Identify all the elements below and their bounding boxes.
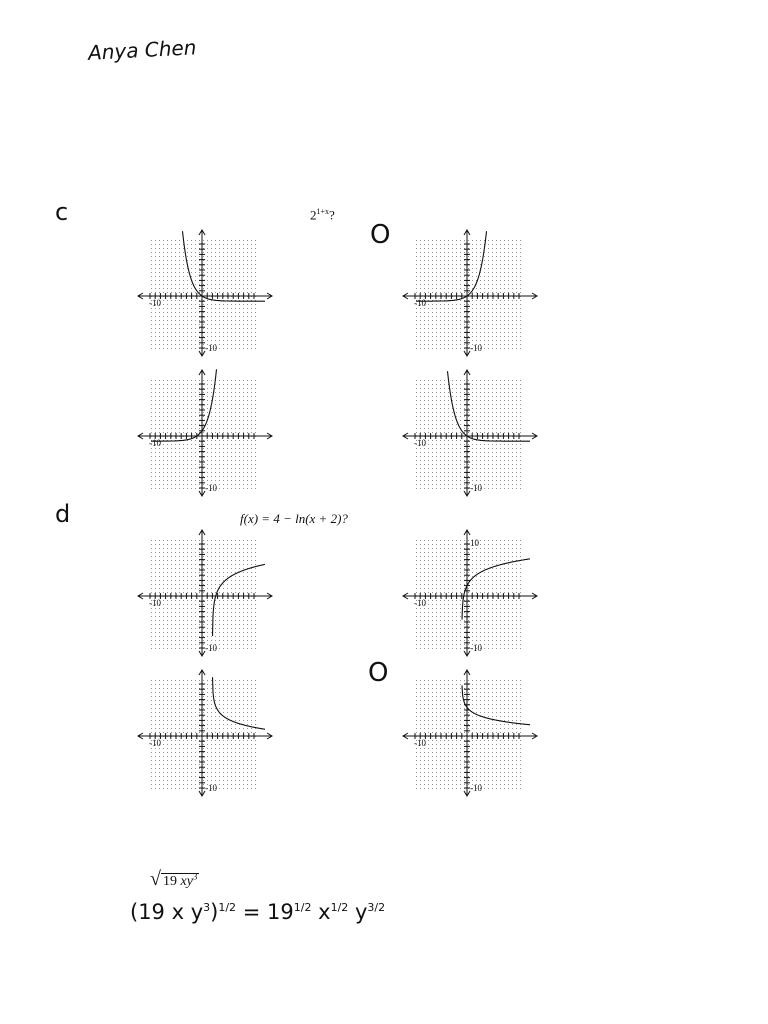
grid-dots xyxy=(151,240,256,349)
y-tick-label-top: 10 xyxy=(470,538,480,548)
graph-option-c2[interactable]: -10 -10 xyxy=(400,228,540,358)
x-tick-label: -10 xyxy=(149,298,161,308)
y-tick-label: -10 xyxy=(470,783,482,793)
radical-sign: √ xyxy=(150,868,161,890)
graph-svg: -10 10 -10 xyxy=(402,529,538,657)
axes xyxy=(402,529,538,657)
handwritten-work: (19 x y3)1/2 = 191/2 x1/2 y3/2 xyxy=(130,900,386,924)
function-curve xyxy=(461,558,531,620)
graph-svg: -10 -10 xyxy=(402,229,538,357)
grid-dots xyxy=(416,380,521,489)
y-tick-label: -10 xyxy=(470,343,482,353)
x-tick-label: -10 xyxy=(149,738,161,748)
graph-svg: -10 -10 xyxy=(137,669,273,797)
answer-circle-mark-d: O xyxy=(368,658,389,688)
grid-dots xyxy=(416,540,521,649)
function-curve xyxy=(461,685,531,726)
axes xyxy=(402,229,538,357)
graph-option-d3[interactable]: -10 -10 xyxy=(135,668,275,798)
x-tick-label: -10 xyxy=(149,438,161,448)
graph-option-c4[interactable]: -10 -10 xyxy=(400,368,540,498)
y-tick-label: -10 xyxy=(205,343,217,353)
question-d-prompt: f(x) = 4 − ln(x + 2)? xyxy=(240,511,348,526)
graph-svg: -10 -10 xyxy=(402,669,538,797)
grid-dots xyxy=(416,680,521,789)
y-tick-label: -10 xyxy=(470,483,482,493)
graph-svg: -10 -10 xyxy=(137,369,273,497)
x-tick-label: -10 xyxy=(414,438,426,448)
axes xyxy=(137,529,273,657)
student-name: Anya Chen xyxy=(87,35,197,65)
graph-svg: -10 -10 xyxy=(402,369,538,497)
y-tick-label: -10 xyxy=(205,783,217,793)
y-tick-label: -10 xyxy=(205,643,217,653)
x-tick-label: -10 xyxy=(149,598,161,608)
grid-dots xyxy=(151,540,256,649)
axes xyxy=(137,229,273,357)
graph-svg: -10 -10 xyxy=(137,529,273,657)
function-curve xyxy=(181,231,265,302)
axes xyxy=(137,369,273,497)
graph-option-c3[interactable]: -10 -10 xyxy=(135,368,275,498)
x-tick-label: -10 xyxy=(414,598,426,608)
question-c-prompt: 21+x? xyxy=(310,207,335,223)
graph-option-d4[interactable]: -10 -10 xyxy=(400,668,540,798)
x-tick-label: -10 xyxy=(414,738,426,748)
y-tick-label-bottom: -10 xyxy=(470,643,482,653)
graph-svg: -10 -10 xyxy=(137,229,273,357)
y-tick-label: -10 xyxy=(205,483,217,493)
grid-dots xyxy=(151,380,256,489)
answer-circle-mark-c: O xyxy=(370,220,391,250)
graph-option-d1[interactable]: -10 -10 xyxy=(135,528,275,658)
function-curve xyxy=(211,563,266,637)
question-letter-d: d xyxy=(55,500,71,528)
graph-option-d2[interactable]: -10 10 -10 xyxy=(400,528,540,658)
axes xyxy=(402,369,538,497)
function-curve xyxy=(151,369,218,442)
grid-dots xyxy=(151,680,256,789)
question-letter-c: c xyxy=(55,198,69,226)
function-curve xyxy=(416,231,488,302)
axes xyxy=(137,669,273,797)
radical-expression: √19 xy3 xyxy=(150,868,200,890)
graph-option-c1[interactable]: -10 -10 xyxy=(135,228,275,358)
x-tick-label: -10 xyxy=(414,298,426,308)
function-curve xyxy=(211,677,266,730)
function-curve xyxy=(446,371,530,442)
axes xyxy=(402,669,538,797)
